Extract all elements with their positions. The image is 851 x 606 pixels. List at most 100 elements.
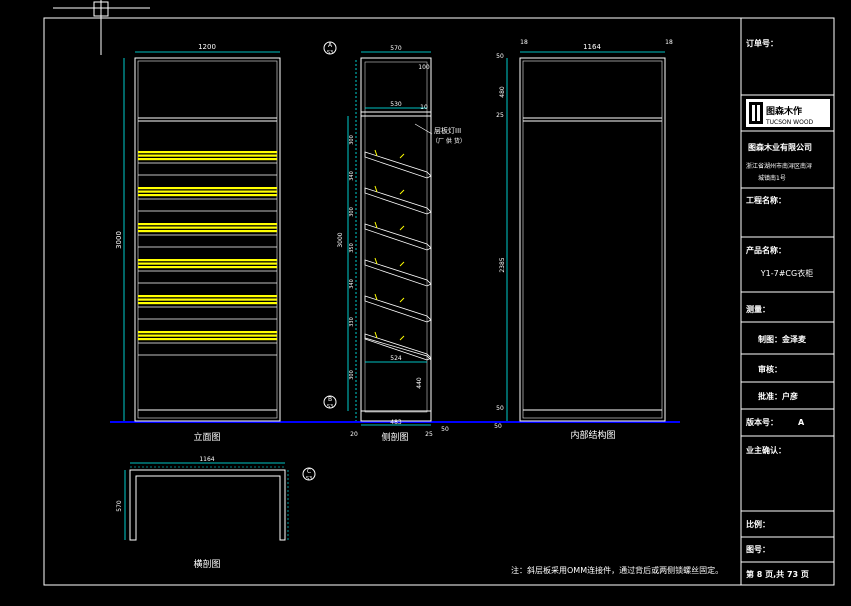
scale-label: 比例： bbox=[746, 519, 770, 529]
front-view-caption: 立面图 bbox=[193, 431, 220, 443]
plan-view: 1164 570 C S3 横剖图 bbox=[116, 456, 316, 570]
interior-dim-d: 2385 bbox=[499, 257, 506, 272]
order-no-label: 订单号： bbox=[746, 38, 778, 48]
side-top-dim: 570 bbox=[390, 45, 402, 52]
front-view: 1200 3000 立面图 bbox=[115, 43, 281, 443]
logo-mark bbox=[749, 102, 763, 124]
title-block: 订单号： 图森木作 TUCSON WOOD 图森木业有限公司 浙江省湖州市南浔区… bbox=[741, 38, 834, 579]
front-shelf-hatch-3 bbox=[138, 223, 277, 226]
front-shelf-hatch-5 bbox=[138, 302, 277, 305]
interior-view: 18 1164 18 50 480 25 2385 50 50 内部结构图 bbox=[494, 39, 673, 441]
side-bottom-dim: 483 bbox=[390, 419, 402, 426]
side-shelf-dim: 524 bbox=[390, 355, 402, 362]
front-width-dim: 1200 bbox=[198, 43, 216, 51]
front-inner-outline bbox=[137, 60, 278, 419]
front-shelf-hatch-3 bbox=[138, 230, 277, 233]
side-right-dim-low: 440 bbox=[416, 377, 423, 389]
side-left-dim-3: 300 bbox=[349, 207, 355, 217]
interior-inner-outline bbox=[522, 60, 663, 419]
company-address-2: 城镇南1号 bbox=[758, 174, 786, 182]
section-mark-a bbox=[323, 41, 337, 55]
drawn-label: 制图：金泽麦 bbox=[758, 334, 807, 344]
front-shelf-hatch-6 bbox=[138, 331, 277, 334]
company-address-1: 浙江省湖州市南浔区南浔 bbox=[746, 162, 812, 170]
page-label: 第 8 页,共 73 页 bbox=[746, 569, 809, 579]
shelf-marker-left-3 bbox=[374, 221, 378, 229]
drawing-no-label: 图号： bbox=[746, 545, 770, 554]
title-block-frame bbox=[740, 17, 835, 586]
front-shelf-hatch-4 bbox=[138, 259, 277, 262]
company-name: 图森木业有限公司 bbox=[748, 142, 812, 152]
measure-label: 测量： bbox=[746, 304, 770, 314]
front-shelf-hatch-4 bbox=[138, 266, 277, 269]
logo-mark-bar-2 bbox=[757, 105, 760, 121]
plan-width-dim: 1164 bbox=[199, 456, 214, 463]
plan-depth-dim: 570 bbox=[116, 500, 123, 512]
side-left-dim-2: 340 bbox=[349, 171, 355, 181]
side-view-caption: 侧剖图 bbox=[381, 431, 408, 443]
section-c-label: C bbox=[307, 468, 311, 475]
approve-label: 批准：户彦 bbox=[758, 391, 798, 401]
owner-confirm-label: 业主确认： bbox=[746, 445, 786, 455]
front-shelves bbox=[138, 151, 277, 356]
front-shelf-hatch-2 bbox=[138, 194, 277, 197]
front-shelf-hatch-6 bbox=[138, 334, 277, 337]
shelf-marker-right-4 bbox=[399, 261, 405, 267]
side-left-dim-7: 300 bbox=[349, 370, 355, 380]
logo-cn: 图森木作 bbox=[766, 105, 802, 117]
plan-outline bbox=[129, 469, 286, 541]
product-label: 产品名称： bbox=[746, 245, 786, 255]
front-shelf-hatch-1 bbox=[138, 154, 277, 157]
side-left-dim-5: 340 bbox=[349, 279, 355, 289]
front-shelf-hatch-5 bbox=[138, 298, 277, 301]
interior-dim-e: 50 bbox=[496, 405, 504, 412]
side-foot-left: 20 bbox=[350, 431, 358, 438]
front-height-dim: 3000 bbox=[115, 231, 123, 249]
side-inner-top-dim: 530 bbox=[390, 101, 402, 108]
cursor-pickbox[interactable] bbox=[93, 1, 109, 17]
side-left-dim-1: 300 bbox=[349, 135, 355, 145]
interior-dim-a: 50 bbox=[496, 53, 504, 60]
shelf-marker-left-4 bbox=[374, 257, 378, 265]
shelf-marker-left-6 bbox=[374, 331, 378, 339]
slanted-shelf-5 bbox=[364, 295, 432, 323]
interior-dim-b: 480 bbox=[499, 86, 506, 98]
section-a-label: A bbox=[328, 42, 333, 49]
lowest-slanted-shelf bbox=[364, 337, 432, 361]
side-slanted-shelves bbox=[364, 149, 432, 361]
front-shelf-hatch-1 bbox=[138, 151, 277, 154]
interior-left-top: 18 bbox=[520, 39, 528, 46]
interior-dim-f: 50 bbox=[494, 423, 502, 430]
logo-mark-bar-1 bbox=[752, 105, 755, 121]
outer-frame bbox=[43, 17, 835, 586]
shelf-marker-left-1 bbox=[374, 149, 378, 157]
front-shelf-hatch-2 bbox=[138, 190, 277, 193]
side-outline bbox=[360, 57, 432, 422]
shelf-marker-right-1 bbox=[399, 153, 405, 159]
interior-outline bbox=[519, 57, 666, 422]
section-b-sub: S3 bbox=[327, 404, 333, 410]
shelf-marker-left-5 bbox=[374, 293, 378, 301]
section-b-label: B bbox=[328, 396, 332, 403]
side-foot-right: 50 bbox=[441, 426, 449, 433]
project-label: 工程名称： bbox=[746, 195, 786, 205]
side-left-dim-4: 350 bbox=[349, 243, 355, 253]
side-right-dim-mid: 10 bbox=[420, 104, 428, 111]
version-label: 版本号： bbox=[745, 417, 778, 427]
assembly-note: 注：斜层板采用OMM连接件，通过背后或两侧锁螺丝固定。 bbox=[511, 565, 723, 575]
interior-width-dim: 1164 bbox=[583, 43, 601, 51]
product-name: Y1-7#CG衣柜 bbox=[760, 268, 813, 278]
plan-view-caption: 横剖图 bbox=[193, 558, 220, 570]
shelf-marker-right-6 bbox=[399, 335, 405, 341]
front-outline bbox=[134, 57, 281, 422]
review-label: 审核： bbox=[758, 364, 782, 374]
front-shelf-hatch-4 bbox=[138, 262, 277, 265]
side-view: A S3 B S3 570 100 530 10 层板灯III （厂 供 货） … bbox=[323, 41, 466, 443]
front-shelf-hatch-2 bbox=[138, 187, 277, 190]
shelf-marker-right-2 bbox=[399, 189, 405, 195]
interior-right-top: 18 bbox=[665, 39, 673, 46]
side-inner-outline bbox=[364, 61, 428, 413]
lamp-note-2: （厂 供 货） bbox=[432, 137, 466, 145]
